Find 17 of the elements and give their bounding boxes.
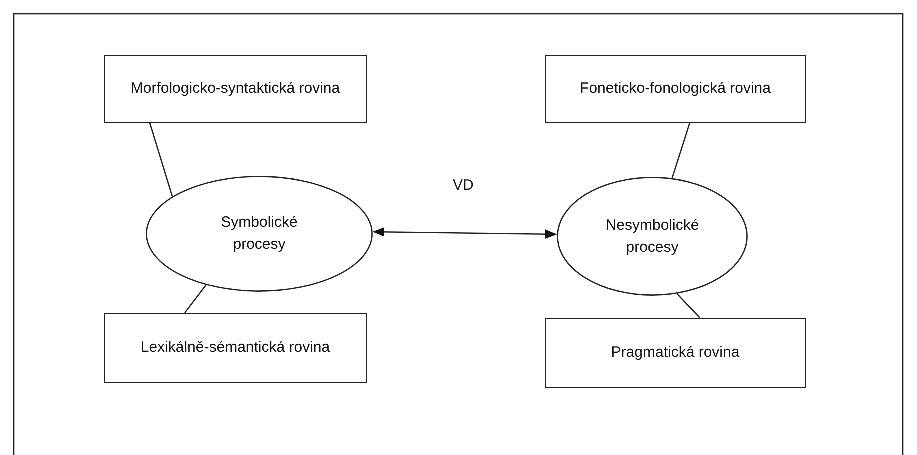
connector-line bbox=[676, 294, 700, 318]
level-box bbox=[104, 55, 367, 123]
process-ellipse bbox=[146, 176, 373, 292]
node-label: Pragmatická rovina bbox=[611, 343, 740, 364]
process-ellipse bbox=[557, 177, 748, 296]
node-label: Foneticko-fonologická rovina bbox=[580, 79, 771, 100]
node-label: Nesymbolické procesy bbox=[604, 216, 700, 258]
node-label: Morfologicko-syntaktická rovina bbox=[130, 79, 340, 100]
double-arrow bbox=[372, 227, 558, 240]
connector-line bbox=[149, 122, 174, 197]
node-label: Symbolické procesy bbox=[220, 213, 299, 255]
connector-line bbox=[672, 122, 691, 178]
level-box bbox=[545, 318, 806, 388]
connector-line bbox=[184, 284, 207, 314]
node-label: Lexikálně-sémantická rovina bbox=[140, 338, 330, 358]
level-box bbox=[104, 313, 367, 383]
level-box bbox=[545, 55, 806, 123]
